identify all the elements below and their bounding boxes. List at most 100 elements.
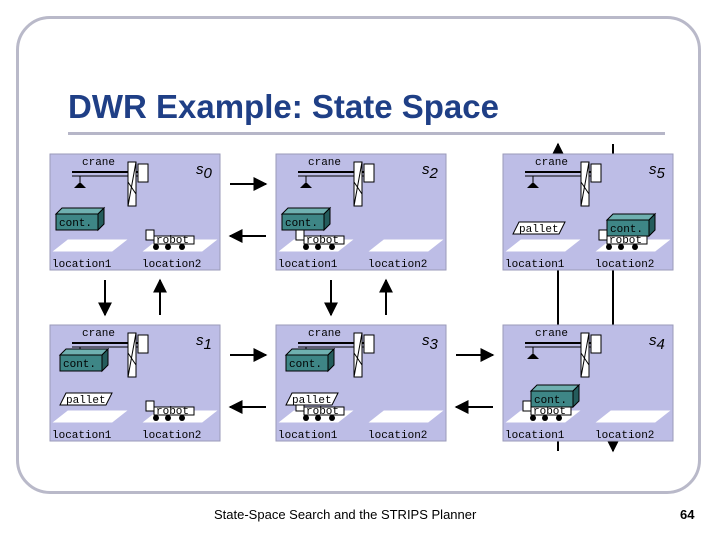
state-label: s0 <box>196 161 213 182</box>
robot-cab <box>598 229 608 241</box>
robot-wheel <box>556 415 562 421</box>
robot: robot <box>522 400 572 421</box>
robot-wheel <box>329 244 335 250</box>
crane-label: crane <box>82 157 115 169</box>
robot-wheel <box>153 244 159 250</box>
container-label: cont. <box>534 395 567 407</box>
container-top <box>284 348 336 356</box>
location1-slab <box>52 410 128 423</box>
robot-platform <box>153 406 195 416</box>
container-top <box>280 207 332 215</box>
state-label-sub: 0 <box>204 165 213 182</box>
state-label-base: s <box>422 332 430 349</box>
pallet-label: pallet <box>66 395 106 407</box>
crane-cab <box>590 163 602 183</box>
location2-label: location2 <box>368 430 427 442</box>
state-label: s5 <box>649 161 666 182</box>
robot-label: robot <box>609 235 642 247</box>
location2-label: location2 <box>595 430 654 442</box>
location1-label: location1 <box>52 430 112 442</box>
crane-tower-brace <box>580 332 590 378</box>
pallet: pallet <box>59 392 113 407</box>
container: cont. <box>605 212 657 238</box>
crane-tower-brace <box>353 332 363 378</box>
container-label: cont. <box>285 218 318 230</box>
robot: robot <box>295 400 345 421</box>
location1-label: location1 <box>278 259 338 271</box>
pallet-shape <box>59 392 113 406</box>
robot-wheel <box>179 415 185 421</box>
state-label: s4 <box>649 332 665 353</box>
container-top <box>605 213 657 221</box>
crane-label: crane <box>535 328 568 340</box>
container-box <box>530 390 574 408</box>
robot-label: robot <box>156 406 189 418</box>
pallet-shape <box>285 392 339 406</box>
slide-frame <box>16 16 701 494</box>
pallet: pallet <box>285 392 339 407</box>
crane-tower-brace <box>127 161 137 207</box>
robot-wheel <box>542 415 548 421</box>
crane-tower-brace <box>127 352 137 366</box>
container: cont. <box>280 206 332 232</box>
crane-hook <box>527 353 539 359</box>
robot-cab <box>522 400 532 412</box>
footer-text: State-Space Search and the STRIPS Planne… <box>214 507 477 522</box>
container-top <box>54 207 106 215</box>
robot-wheel <box>303 415 309 421</box>
crane: crane <box>72 157 149 207</box>
location1-label: location1 <box>52 259 112 271</box>
crane-label: crane <box>308 157 341 169</box>
title-rule <box>68 132 665 135</box>
robot-wheel <box>179 244 185 250</box>
container: cont. <box>529 383 581 409</box>
crane-label: crane <box>308 328 341 340</box>
robot-wheel <box>165 415 171 421</box>
crane-tower-brace <box>580 181 590 195</box>
state-label-sub: 5 <box>657 165 666 182</box>
state-label-base: s <box>649 332 657 349</box>
location1-label: location1 <box>278 430 338 442</box>
location2-slab <box>368 410 444 423</box>
pallet-label: pallet <box>519 224 559 236</box>
crane-hook <box>527 182 539 188</box>
robot-platform <box>303 406 345 416</box>
container-label: cont. <box>63 359 96 371</box>
container: cont. <box>58 347 110 373</box>
state-label-sub: 3 <box>430 336 439 353</box>
crane: crane <box>298 157 375 207</box>
robot-label: robot <box>306 235 339 247</box>
container-box <box>285 354 329 372</box>
container-box <box>55 213 99 231</box>
crane-label: crane <box>82 328 115 340</box>
crane-hook <box>300 182 312 188</box>
container: cont. <box>284 347 336 373</box>
location2-label: location2 <box>368 259 427 271</box>
crane: crane <box>525 328 602 378</box>
state-label: s1 <box>196 332 212 353</box>
robot: robot <box>145 400 195 421</box>
pallet-shape <box>512 221 566 235</box>
page-number: 64 <box>680 507 695 522</box>
container-box <box>281 213 325 231</box>
robot: robot <box>598 229 648 250</box>
crane-tower-brace <box>353 161 363 207</box>
crane-tower-brace <box>580 161 590 207</box>
robot-wheel <box>165 244 171 250</box>
robot-wheel <box>153 415 159 421</box>
location2-slab <box>368 239 444 252</box>
container-top <box>529 384 581 392</box>
location2-label: location2 <box>142 430 201 442</box>
location1-label: location1 <box>505 430 565 442</box>
robot-wheel <box>315 244 321 250</box>
robot-platform <box>153 235 195 245</box>
crane-label: crane <box>535 157 568 169</box>
state-label-base: s <box>196 332 204 349</box>
state-s1: crane s1 robot pallet cont. location1 location… <box>49 324 221 442</box>
container: cont. <box>54 206 106 232</box>
